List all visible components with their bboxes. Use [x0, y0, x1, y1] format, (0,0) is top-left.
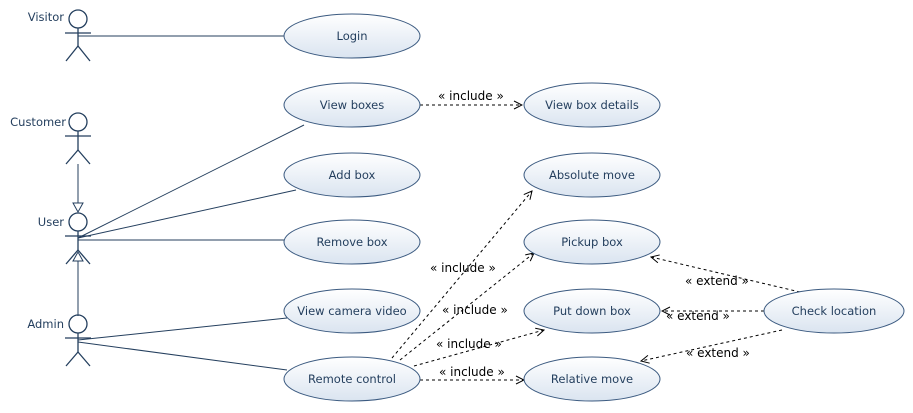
- associations: [77, 35, 305, 371]
- actor-label-customer: Customer: [10, 115, 66, 129]
- actor-customer[interactable]: Customer: [10, 112, 91, 165]
- actor-leg-left: [65, 149, 79, 165]
- include-label-absolute: « include »: [430, 261, 496, 275]
- use-case-label-view-box-details: View box details: [545, 98, 639, 112]
- extend-check-pickup: [651, 257, 801, 293]
- use-case-label-login: Login: [336, 29, 367, 43]
- actor-visitor[interactable]: Visitor: [28, 9, 91, 62]
- assoc-admin-remote-control: [77, 341, 288, 371]
- extend-check-relative: [641, 329, 783, 361]
- use-case-put-down-box[interactable]: Put down box: [523, 288, 661, 334]
- include-label-view-details: « include »: [438, 89, 504, 103]
- include-remote-pickup: [399, 253, 534, 361]
- use-case-ellipse: [283, 219, 421, 265]
- actor-leg-right: [77, 249, 91, 265]
- dependencies: [391, 105, 801, 380]
- use-case-add-box[interactable]: Add box: [283, 152, 421, 198]
- use-case-ellipse: [283, 13, 421, 59]
- use-case-ellipse: [283, 152, 421, 198]
- use-case-remove-box[interactable]: Remove box: [283, 219, 421, 265]
- include-label-putdown: « include »: [436, 337, 502, 351]
- use-case-label-add-box: Add box: [329, 168, 376, 182]
- use-case-ellipse: [523, 288, 661, 334]
- use-case-label-remote-control: Remote control: [308, 372, 396, 386]
- use-case-ellipse: [523, 219, 661, 265]
- actor-leg-right: [77, 45, 91, 62]
- actor-leg-right: [77, 351, 91, 367]
- actor-label-visitor: Visitor: [28, 10, 65, 24]
- actor-user[interactable]: User: [38, 212, 91, 265]
- actor-admin[interactable]: Admin: [27, 314, 91, 367]
- actor-head: [68, 9, 88, 29]
- use-case-login[interactable]: Login: [283, 13, 421, 59]
- assoc-admin-view-camera: [77, 317, 288, 341]
- actor-head: [68, 112, 88, 132]
- actor-head: [68, 212, 88, 232]
- use-case-ellipse: [523, 356, 661, 402]
- assoc-user-view-boxes: [77, 124, 305, 239]
- use-case-view-box-details[interactable]: View box details: [523, 82, 661, 128]
- use-case-label-view-boxes: View boxes: [320, 98, 384, 112]
- actor-label-admin: Admin: [27, 317, 64, 331]
- use-case-view-boxes[interactable]: View boxes: [283, 82, 421, 128]
- actor-head: [68, 314, 88, 334]
- use-case-label-check-location: Check location: [792, 304, 877, 318]
- use-case-ellipse: [283, 356, 421, 402]
- use-case-ellipse: [523, 152, 661, 198]
- use-case-label-absolute-move: Absolute move: [549, 168, 635, 182]
- use-case-label-view-camera-video: View camera video: [297, 304, 406, 318]
- use-case-view-camera-video[interactable]: View camera video: [283, 288, 421, 334]
- use-case-ellipse: [283, 82, 421, 128]
- include-label-pickup: « include »: [442, 303, 508, 317]
- use-case-ellipse: [283, 288, 421, 334]
- use-case-check-location[interactable]: Check location: [763, 288, 905, 334]
- use-case-label-remove-box: Remove box: [316, 235, 387, 249]
- use-case-ellipse: [523, 82, 661, 128]
- actor-leg-left: [65, 45, 79, 62]
- include-remote-putdown: [413, 330, 544, 367]
- use-case-ellipse: [763, 288, 905, 334]
- actor-leg-left: [65, 249, 79, 265]
- use-case-label-put-down-box: Put down box: [553, 304, 631, 318]
- actor-label-user: User: [38, 215, 64, 229]
- use-case-relative-move[interactable]: Relative move: [523, 356, 661, 402]
- extend-label-putdown: « extend »: [666, 309, 730, 323]
- use-case-label-relative-move: Relative move: [551, 372, 633, 386]
- actor-leg-left: [65, 351, 79, 367]
- include-remote-absolute: [391, 191, 532, 359]
- use-case-remote-control[interactable]: Remote control: [283, 356, 421, 402]
- relationship-labels: « include » « include » « include » « in…: [430, 89, 750, 379]
- extend-label-relative: « extend »: [686, 346, 750, 360]
- assoc-user-add-box: [77, 189, 297, 239]
- use-case-absolute-move[interactable]: Absolute move: [523, 152, 661, 198]
- actor-leg-right: [77, 149, 91, 165]
- use-case-pickup-box[interactable]: Pickup box: [523, 219, 661, 265]
- extend-label-pickup: « extend »: [685, 274, 749, 288]
- use-case-label-pickup-box: Pickup box: [561, 235, 623, 249]
- include-label-relative: « include »: [439, 365, 505, 379]
